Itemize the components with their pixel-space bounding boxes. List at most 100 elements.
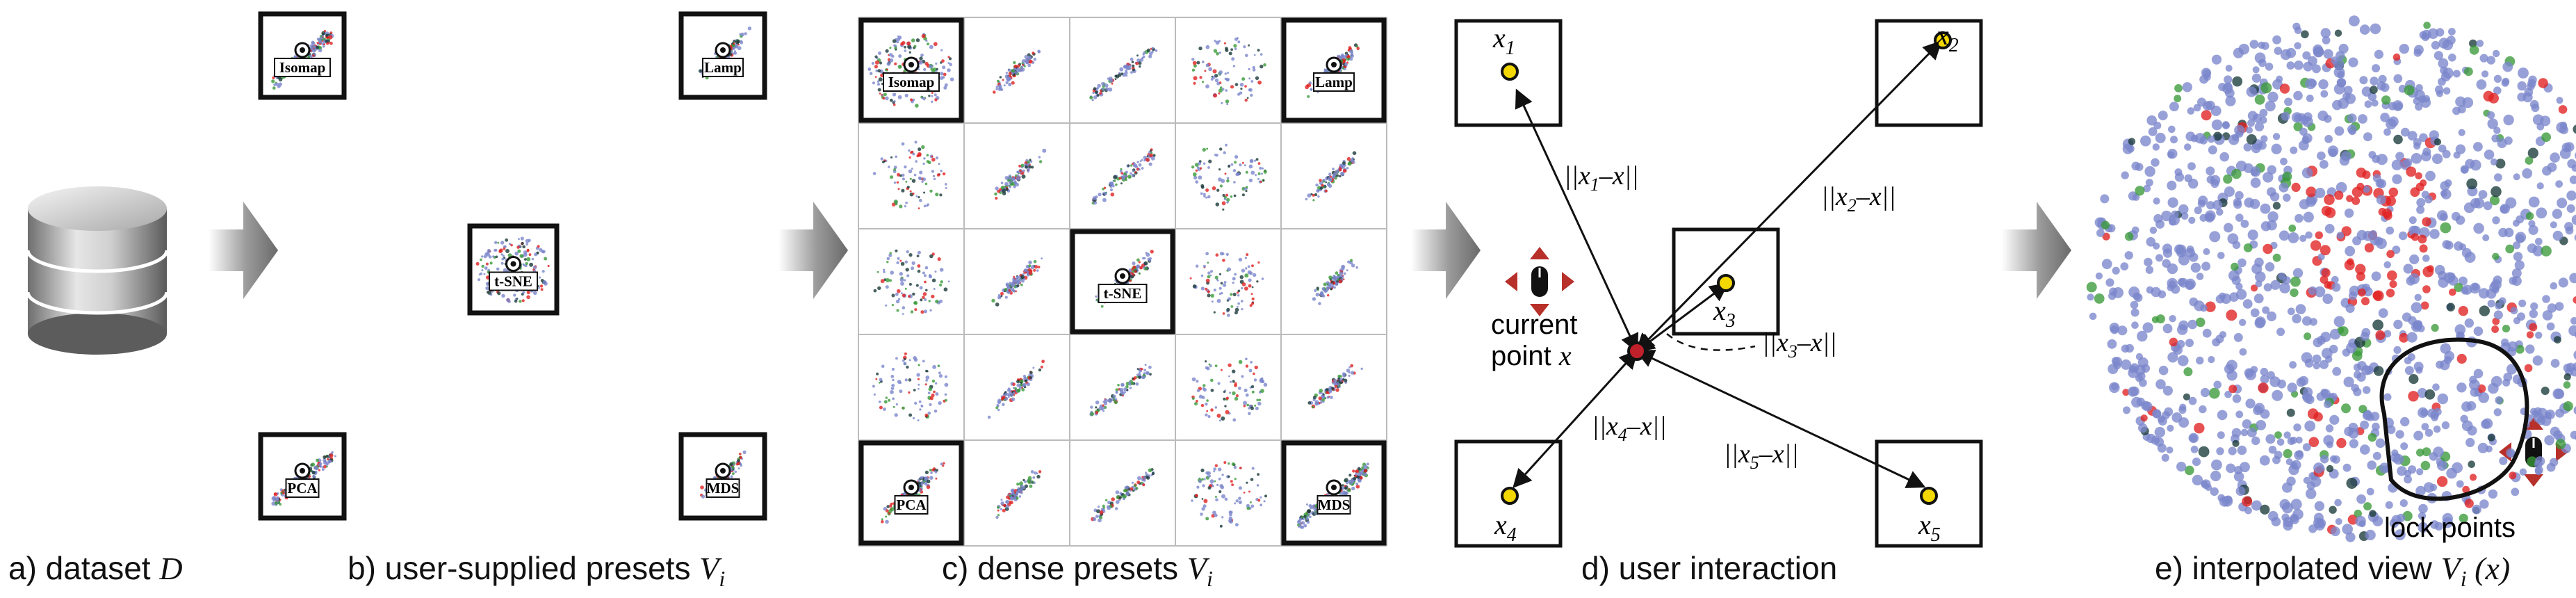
scatter-point bbox=[2444, 179, 2452, 187]
scatter-point bbox=[893, 181, 897, 184]
scatter-point bbox=[2205, 301, 2216, 312]
scatter-point bbox=[1121, 175, 1125, 179]
scatter-point bbox=[2488, 434, 2495, 442]
scatter-point bbox=[940, 49, 943, 51]
scatter-point bbox=[944, 375, 947, 378]
scatter-point bbox=[2279, 83, 2290, 94]
scatter-point bbox=[2427, 265, 2434, 273]
scatter-point bbox=[2137, 330, 2148, 342]
scatter-point bbox=[1090, 412, 1094, 417]
scatter-point bbox=[892, 378, 895, 382]
scatter-point bbox=[475, 261, 480, 266]
scatter-point bbox=[1013, 180, 1017, 184]
scatter-point bbox=[1216, 81, 1221, 86]
scatter-point bbox=[2283, 193, 2291, 202]
scatter-point bbox=[477, 278, 481, 282]
scatter-point bbox=[2259, 108, 2268, 118]
scatter-point bbox=[1133, 376, 1137, 380]
scatter-point bbox=[521, 241, 524, 245]
scatter-point bbox=[1143, 372, 1146, 375]
scatter-point bbox=[1015, 174, 1018, 177]
scatter-point bbox=[1257, 261, 1260, 264]
scatter-point bbox=[2483, 201, 2493, 211]
scatter-point bbox=[1225, 89, 1228, 92]
scatter-point bbox=[2506, 364, 2518, 375]
scatter-point bbox=[1240, 300, 1244, 302]
scatter-point bbox=[924, 298, 927, 301]
scatter-point bbox=[922, 359, 925, 363]
scatter-point bbox=[1149, 51, 1153, 56]
scatter-point bbox=[1104, 398, 1108, 403]
scatter-point bbox=[2290, 499, 2302, 510]
scatter-point bbox=[892, 170, 897, 174]
scatter-point bbox=[309, 54, 312, 58]
scatter-point bbox=[2195, 317, 2206, 328]
scatter-point bbox=[2526, 331, 2534, 339]
scatter-point bbox=[494, 249, 496, 252]
scatter-point bbox=[1345, 54, 1348, 57]
scatter-point bbox=[1238, 496, 1241, 500]
scatter-point bbox=[991, 298, 995, 303]
scatter-point bbox=[2124, 251, 2133, 260]
scatter-point bbox=[2162, 259, 2171, 268]
current-point-marker[interactable] bbox=[1627, 341, 1647, 361]
scatter-point bbox=[2404, 85, 2415, 96]
scatter-point bbox=[1007, 387, 1011, 391]
scatter-point bbox=[2369, 510, 2377, 517]
scatter-point bbox=[2269, 376, 2281, 387]
scatter-point bbox=[2342, 524, 2353, 535]
scatter-point bbox=[1000, 291, 1004, 296]
scatter-point bbox=[895, 155, 897, 159]
scatter-point bbox=[1351, 486, 1355, 491]
scatter-point bbox=[2185, 465, 2194, 476]
scatter-point bbox=[523, 258, 527, 261]
scatter-point bbox=[902, 406, 905, 410]
target-icon-center bbox=[300, 468, 305, 474]
scatter-point bbox=[2498, 297, 2506, 305]
scatter-point bbox=[2392, 245, 2401, 254]
scatter-point bbox=[1155, 49, 1158, 52]
scatter-point bbox=[1234, 307, 1239, 312]
target-icon-center bbox=[300, 47, 305, 53]
scatter-point bbox=[1101, 81, 1105, 86]
scatter-point bbox=[321, 468, 325, 471]
scatter-point bbox=[888, 53, 893, 57]
scatter-point bbox=[2422, 285, 2431, 293]
scatter-point bbox=[875, 378, 878, 380]
scatter-point bbox=[1105, 87, 1109, 91]
preset-marker-x2 bbox=[1934, 31, 1952, 49]
scatter-point bbox=[537, 245, 540, 248]
scatter-point bbox=[924, 266, 929, 270]
scatter-point bbox=[1134, 270, 1137, 273]
scatter-point bbox=[2237, 258, 2247, 268]
scatter-point bbox=[2434, 407, 2442, 416]
scatter-point bbox=[2213, 131, 2222, 141]
scatter-point bbox=[2303, 211, 2314, 223]
scatter-point bbox=[523, 250, 528, 254]
scatter-point bbox=[2282, 171, 2292, 181]
scatter-point bbox=[2216, 447, 2224, 455]
scatter-point bbox=[2395, 529, 2406, 540]
scatter-point bbox=[2413, 49, 2422, 57]
scatter-point bbox=[733, 51, 737, 55]
scatter-point bbox=[1362, 472, 1367, 476]
scatter-point bbox=[1248, 407, 1250, 410]
scatter-point bbox=[940, 170, 943, 172]
scatter-point bbox=[1250, 80, 1254, 83]
scatter-point bbox=[924, 476, 927, 479]
scatter-point bbox=[1002, 79, 1004, 81]
scatter-point bbox=[1029, 159, 1032, 161]
scatter-point bbox=[2263, 283, 2272, 292]
scatter-point bbox=[1330, 283, 1333, 286]
scatter-point bbox=[501, 293, 505, 298]
scatter-point bbox=[2318, 79, 2329, 90]
scatter-point bbox=[322, 466, 324, 469]
scatter-point bbox=[945, 398, 947, 402]
scatter-point bbox=[1218, 92, 1221, 95]
scatter-point bbox=[896, 261, 899, 264]
scatter-point bbox=[1036, 269, 1039, 272]
scatter-point bbox=[933, 67, 937, 72]
scatter-point bbox=[927, 42, 929, 46]
scatter-point bbox=[334, 455, 336, 458]
distance-label-x3: ||x3–x|| bbox=[1762, 328, 1837, 362]
